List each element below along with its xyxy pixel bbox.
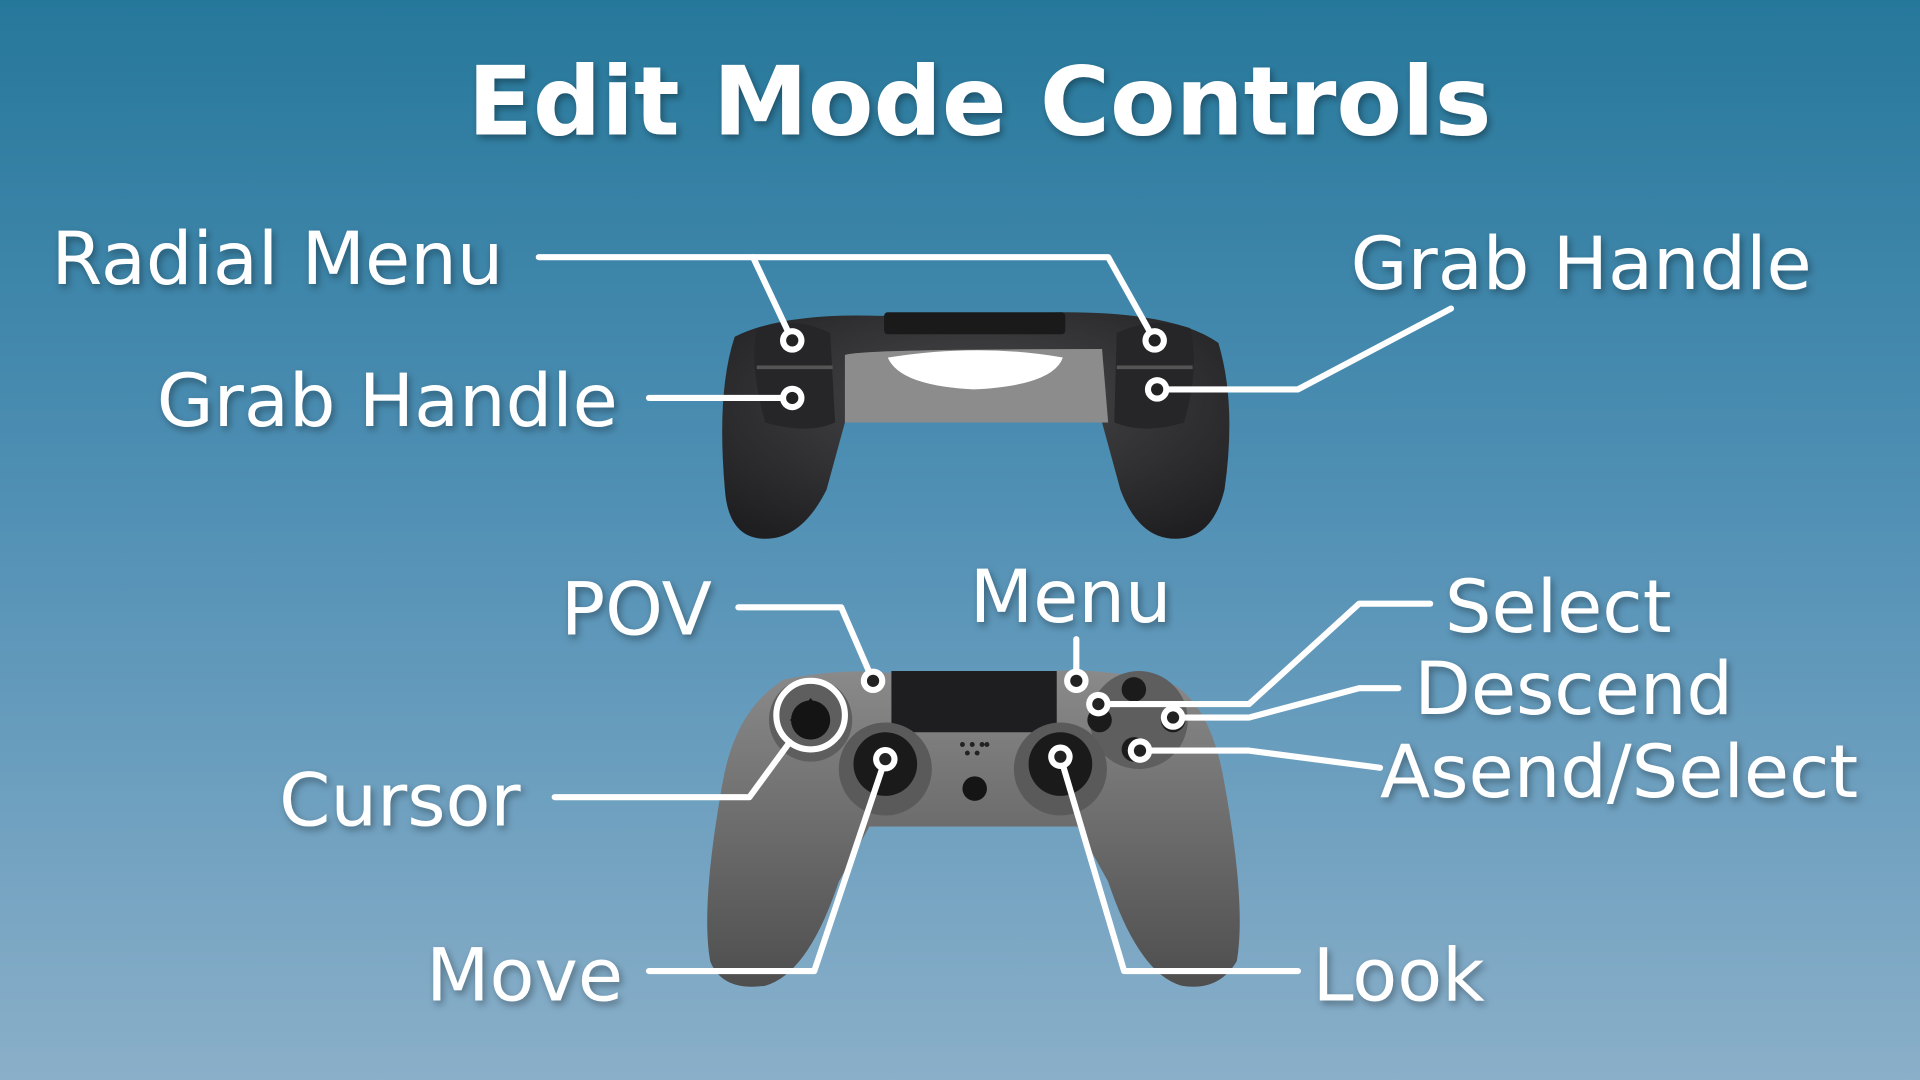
ps-button xyxy=(962,776,987,801)
left-triggers xyxy=(754,323,836,429)
right-triggers xyxy=(1114,323,1194,429)
label-look: Look xyxy=(1313,933,1486,1018)
label-grab-handle-right: Grab Handle xyxy=(1351,222,1812,307)
touchpad xyxy=(891,671,1057,733)
label-ascend-select: Asend/Select xyxy=(1380,730,1858,815)
label-menu: Menu xyxy=(970,555,1172,640)
label-pov: POV xyxy=(561,567,712,652)
label-descend: Descend xyxy=(1414,647,1733,732)
label-grab-handle-left: Grab Handle xyxy=(157,359,618,444)
controller-back-view xyxy=(722,312,1230,539)
callout-lines xyxy=(535,254,1455,975)
callout-dots xyxy=(780,328,1186,772)
page-title: Edit Mode Controls xyxy=(468,46,1492,158)
dpad xyxy=(791,700,831,740)
label-radial-menu: Radial Menu xyxy=(51,217,503,302)
triangle-button xyxy=(1121,677,1147,702)
label-cursor: Cursor xyxy=(279,758,521,843)
controller-front-view xyxy=(707,670,1240,987)
label-select: Select xyxy=(1445,565,1672,650)
label-move: Move xyxy=(426,933,623,1018)
cursor-ring xyxy=(773,677,848,753)
light-bar xyxy=(887,350,1063,390)
